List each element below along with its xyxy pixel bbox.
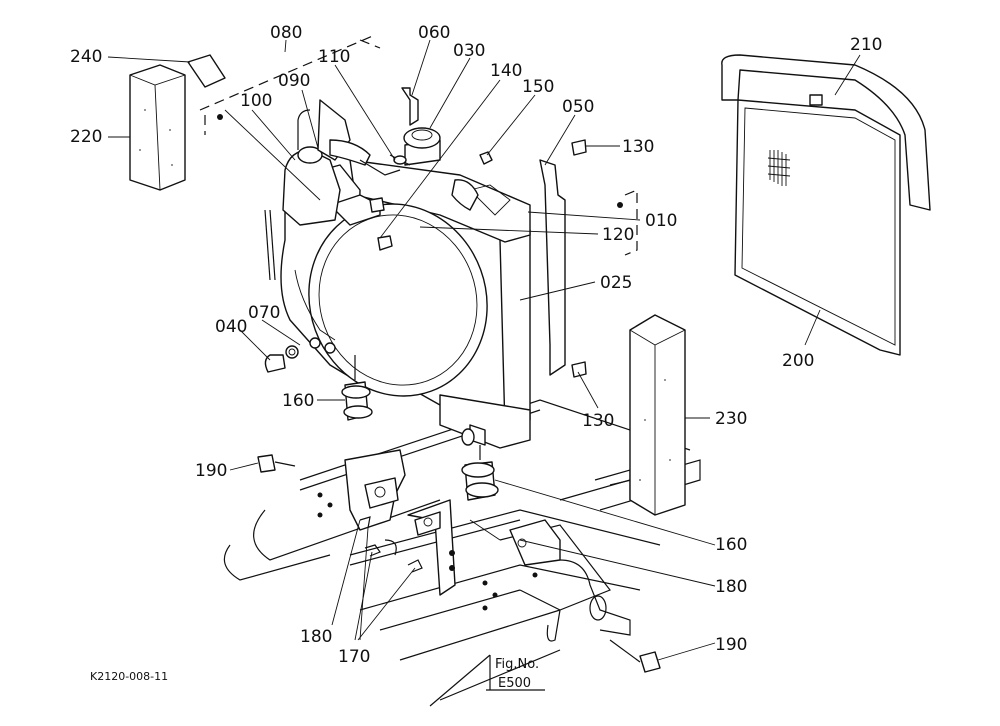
callout-190-left: 190	[195, 461, 227, 481]
callout-060: 060	[418, 23, 450, 43]
drawing-code: K2120-008-11	[90, 670, 168, 683]
callout-140: 140	[490, 61, 522, 81]
callout-030: 030	[453, 41, 485, 61]
callout-180-left: 180	[300, 627, 332, 647]
figure-reference: Fig.No. E500	[486, 655, 545, 691]
callout-170: 170	[338, 647, 370, 667]
callout-220: 220	[70, 127, 102, 147]
callout-130-bottom: 130	[582, 411, 614, 431]
callout-160-right: 160	[715, 535, 747, 555]
mounting-brackets	[257, 449, 661, 673]
assembly-group-markers	[199, 34, 638, 256]
callout-080: 080	[270, 23, 302, 43]
callout-190-right: 190	[715, 635, 747, 655]
seal-blocks	[129, 54, 686, 516]
callout-100: 100	[240, 91, 272, 111]
callout-010: 010	[645, 211, 677, 231]
callout-040: 040	[215, 317, 247, 337]
fig-ref-label: Fig.No.	[495, 657, 539, 672]
callout-210: 210	[850, 35, 882, 55]
callout-110: 110	[318, 47, 350, 67]
fig-ref-number: E500	[498, 676, 531, 691]
callout-200: 200	[782, 351, 814, 371]
screen-mesh	[767, 150, 791, 186]
callout-070: 070	[248, 303, 280, 323]
callout-090: 090	[278, 71, 310, 91]
callout-180-right: 180	[715, 577, 747, 597]
callout-130-top: 130	[622, 137, 654, 157]
callout-025: 025	[600, 273, 632, 293]
callout-050: 050	[562, 97, 594, 117]
callout-120: 120	[602, 225, 634, 245]
screen-and-seal	[721, 54, 931, 356]
leader-lines	[107, 39, 861, 661]
callout-labels: 240 080 060 030 110 090 140 100 150 050 …	[70, 23, 882, 667]
callout-240: 240	[70, 47, 102, 67]
callout-150: 150	[522, 77, 554, 97]
callout-160-left: 160	[282, 391, 314, 411]
callout-230: 230	[715, 409, 747, 429]
frame-chassis	[223, 399, 701, 707]
radiator-assembly	[264, 87, 587, 460]
rubber-mounts	[341, 381, 499, 501]
